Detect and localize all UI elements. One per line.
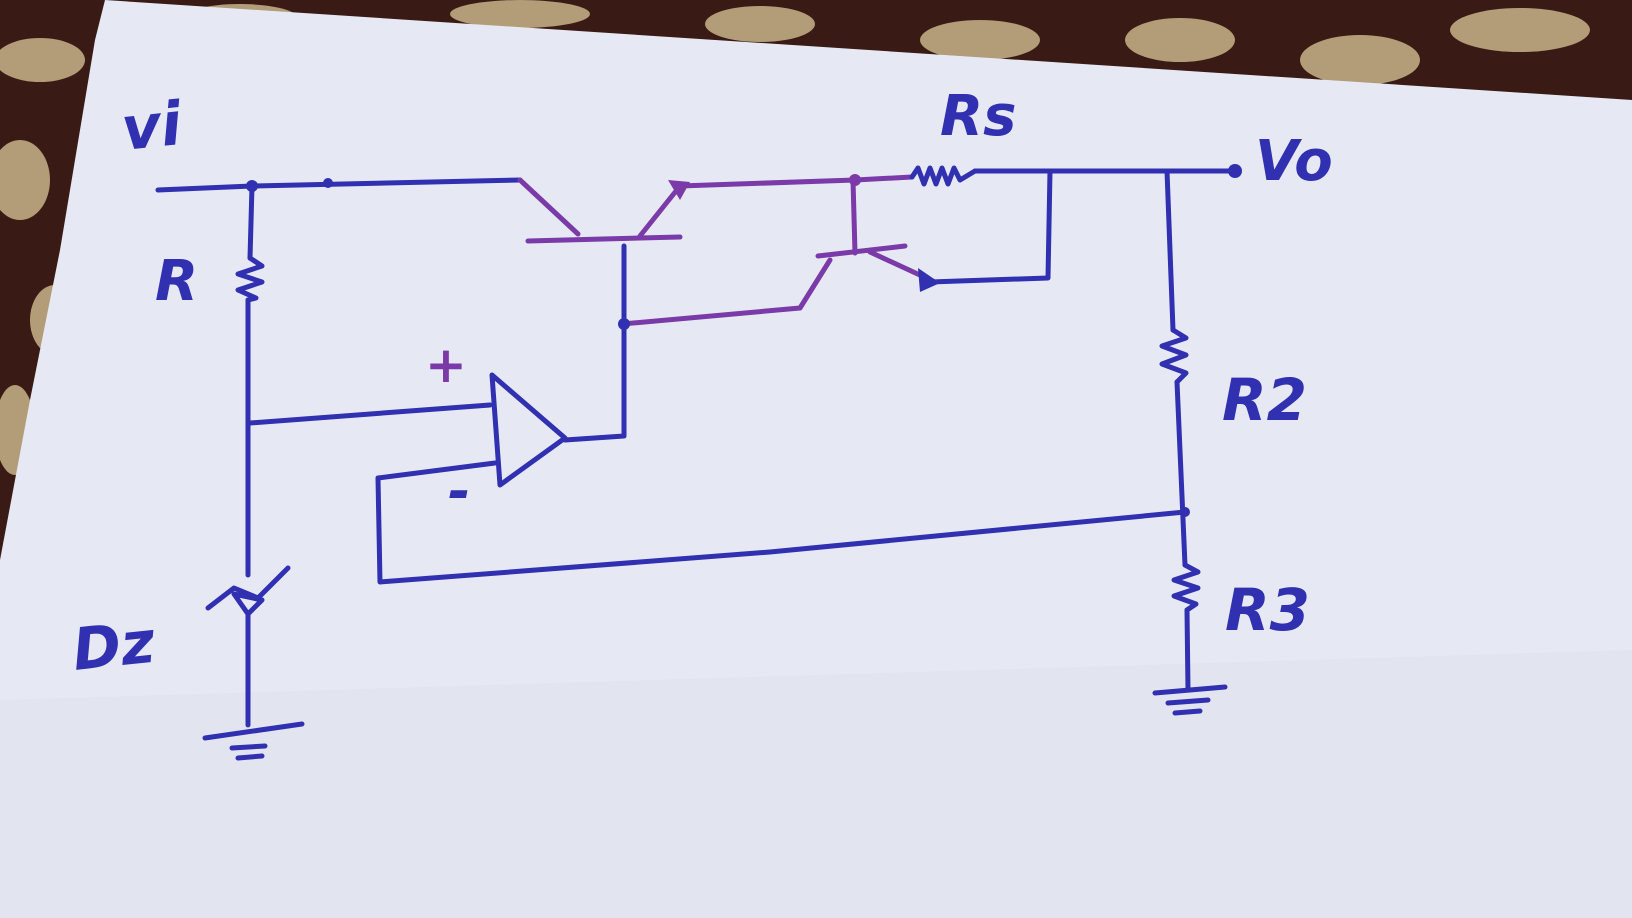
label-plus: + — [425, 336, 467, 394]
labels: vi Vo Rs R R2 R3 Dz + - — [69, 84, 1332, 684]
ground-symbol-right — [1152, 684, 1228, 716]
feedback-wire — [375, 460, 1188, 585]
label-vi: vi — [118, 89, 186, 165]
divider-top-wire — [1164, 168, 1176, 333]
q2-collector-wire — [850, 177, 858, 256]
q1-collector-wire — [517, 177, 581, 237]
q2-emitter-arrow — [918, 268, 940, 292]
r-branch-wire — [247, 183, 255, 261]
divider-bottom-wire — [1184, 607, 1191, 693]
output-terminal — [1228, 164, 1242, 178]
junction-q2 — [849, 174, 861, 186]
junction-input — [246, 180, 258, 192]
label-rs: Rs — [940, 84, 1016, 149]
zener-diode — [205, 565, 291, 617]
rs-sense-wire — [927, 168, 1053, 285]
q1-to-q2-base-wire — [619, 257, 833, 327]
junction-mid — [323, 178, 333, 188]
resistor-r3 — [1171, 562, 1201, 613]
opamp-triangle — [489, 372, 568, 488]
resistor-rs — [909, 165, 978, 187]
emitter-arrows — [668, 180, 940, 292]
resistor-r2 — [1159, 327, 1189, 385]
q1-base-bar — [525, 234, 683, 244]
junction-q1-base — [618, 318, 630, 330]
label-minus: - — [448, 460, 470, 523]
circuit-wires — [155, 168, 1238, 728]
opamp-output-wire — [562, 243, 627, 443]
label-r2: R2 — [1222, 366, 1307, 434]
q1-emitter-arrow — [668, 180, 690, 200]
label-r3: R3 — [1225, 576, 1310, 644]
junction-dots — [246, 164, 1242, 517]
q2-base-bar — [815, 243, 908, 259]
divider-mid-wire — [1174, 379, 1188, 568]
junction-divider — [1180, 507, 1190, 517]
resistors — [235, 165, 1201, 613]
paper-shading — [0, 650, 1632, 918]
label-dz: Dz — [69, 608, 158, 684]
rs-left-wire — [852, 174, 915, 183]
resistor-r — [235, 255, 265, 303]
ground-symbol-left — [202, 721, 305, 761]
ref-to-plus-wire — [247, 402, 493, 426]
label-vo: Vo — [1255, 129, 1333, 194]
label-r: R — [155, 249, 198, 314]
